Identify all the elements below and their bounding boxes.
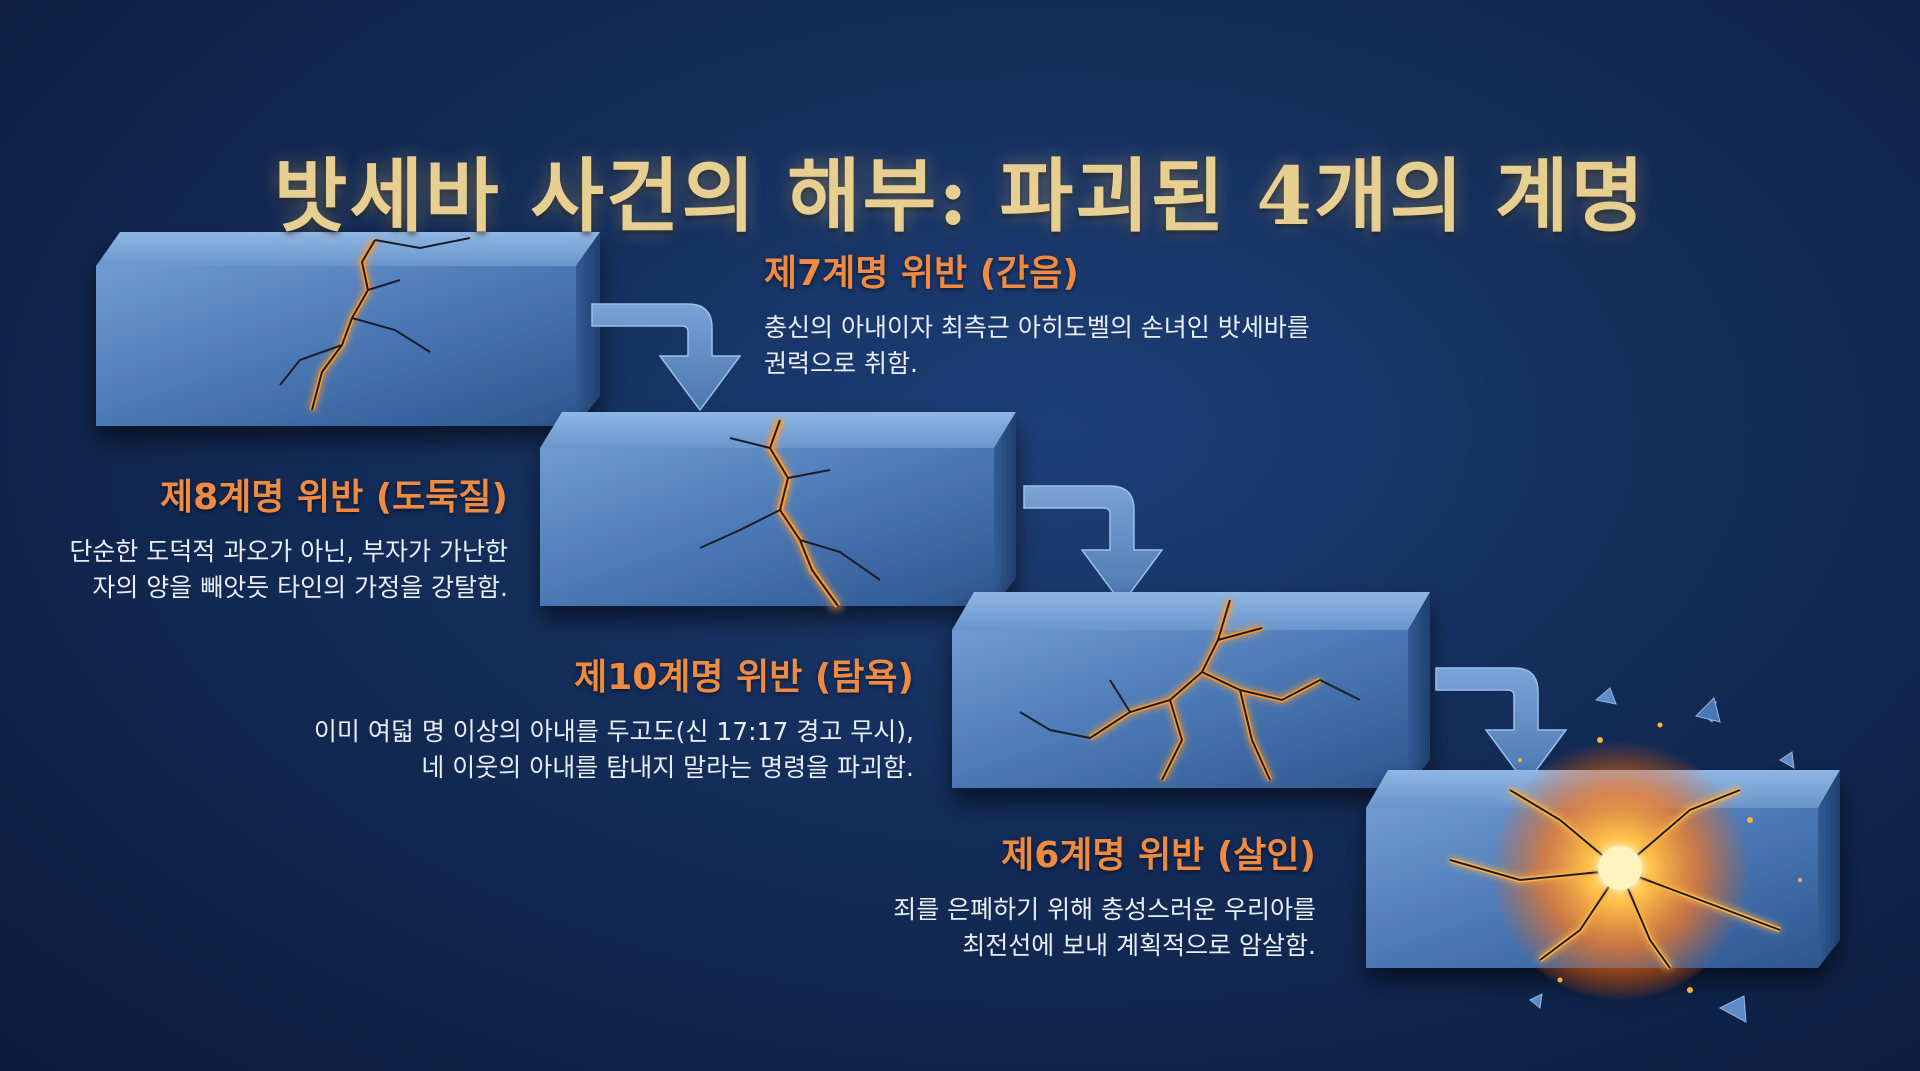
arrow-step-2 (1023, 485, 1164, 606)
debris-fragments (1529, 687, 1795, 1023)
step-description: 충신의 아내이자 최측근 아히도벨의 손녀인 밧세바를 권력으로 취함. (764, 313, 1310, 378)
arrow-step-1 (591, 303, 742, 412)
step-description: 단순한 도덕적 과오가 아닌, 부자가 가난한 자의 양을 빼앗듯 타인의 가정… (69, 537, 508, 602)
step-10th-commandment: 제10계명 위반 (탐욕) 이미 여덟 명 이상의 아내를 두고도(신 17:1… (240, 648, 914, 786)
step-heading: 제10계명 위반 (탐욕) (574, 657, 914, 698)
arrow-step-3 (1435, 667, 1568, 786)
block-6th-commandment (1366, 740, 1840, 1000)
step-7th-commandment: 제7계명 위반 (간음) 충신의 아내이자 최측근 아히도벨의 손녀인 밧세바를… (764, 244, 1384, 382)
step-heading: 제8계명 위반 (도둑질) (160, 477, 508, 518)
block-10th-commandment (952, 592, 1430, 788)
block-8th-commandment (540, 412, 1016, 608)
block-7th-commandment (96, 232, 600, 426)
step-8th-commandment: 제8계명 위반 (도둑질) 단순한 도덕적 과오가 아닌, 부자가 가난한 자의… (40, 468, 508, 606)
step-6th-commandment: 제6계명 위반 (살인) 죄를 은폐하기 위해 충성스러운 우리아를 최전선에 … (760, 826, 1316, 964)
spark-particles (1518, 722, 1802, 993)
step-description: 죄를 은폐하기 위해 충성스러운 우리아를 최전선에 보내 계획적으로 암살함. (893, 895, 1316, 960)
step-heading: 제6계명 위반 (살인) (1001, 835, 1316, 876)
step-description: 이미 여덟 명 이상의 아내를 두고도(신 17:17 경고 무시), 네 이웃… (313, 717, 914, 782)
page-title: 밧세바 사건의 해부: 파괴된 4개의 계명 (273, 148, 1647, 243)
step-heading: 제7계명 위반 (간음) (764, 253, 1079, 294)
